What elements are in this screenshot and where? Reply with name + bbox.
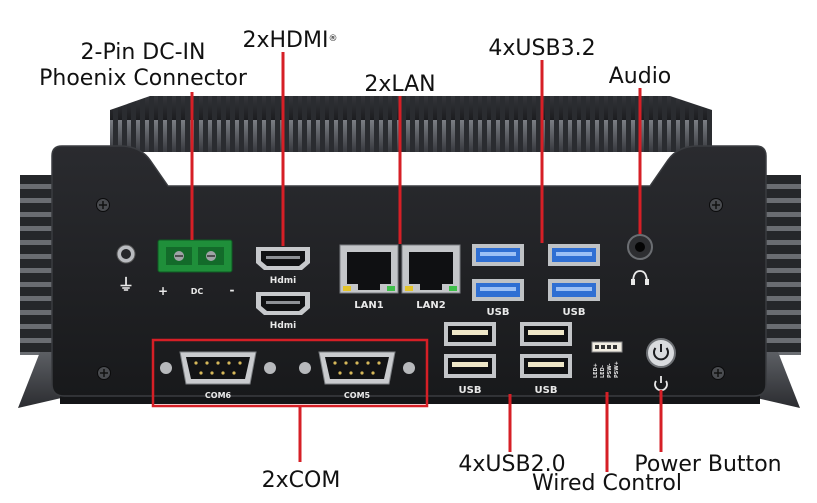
com6-label: COM6: [205, 391, 232, 400]
usb20-port: [520, 354, 572, 378]
usb32-port: [548, 279, 600, 301]
lan-port-2: [401, 244, 461, 294]
com5-port: [299, 351, 415, 385]
registered-mark: ®: [328, 34, 338, 44]
ground-icon: ⏚: [118, 275, 134, 294]
screw: [97, 366, 111, 380]
screw: [96, 198, 110, 212]
com5-label: COM5: [344, 391, 371, 400]
dc-label: DC: [191, 287, 204, 296]
usb20-port: [444, 354, 496, 378]
leader-lines: [190, 52, 663, 472]
hdmi-port-1: [256, 247, 310, 270]
callout-hdmi: 2xHDMI®: [235, 28, 345, 54]
lan2-label: LAN2: [416, 300, 445, 311]
com6-port: [160, 351, 276, 385]
callout-usb32: 4xUSB3.2: [488, 36, 596, 61]
screw: [709, 198, 723, 212]
audio-jack: [627, 234, 653, 260]
wired-pin-label: LED+: [593, 363, 599, 378]
callout-usb20: 4xUSB2.0: [458, 452, 566, 477]
callout-lan: 2xLAN: [364, 72, 436, 97]
heatsink-top: [110, 96, 712, 152]
callout-dc-in-line1: 2-Pin DC-IN: [80, 40, 206, 65]
dc-in-phoenix-connector: [157, 239, 233, 273]
usb32-port: [548, 244, 600, 266]
wired-control-header: [591, 341, 623, 353]
wired-pin-label: PSW+: [614, 361, 620, 378]
callout-dc-in: 2-Pin DC-IN Phoenix Connector: [28, 40, 258, 92]
callout-wired-control: Wired Control: [532, 471, 682, 496]
hdmi-1-label: Hdmi: [270, 276, 296, 286]
lan-port-1: [339, 244, 399, 294]
usb-label-a: USB: [487, 307, 510, 318]
headphone-icon: [631, 270, 649, 285]
callout-com: 2xCOM: [261, 468, 341, 493]
lan1-label: LAN1: [354, 300, 383, 311]
power-button[interactable]: [646, 338, 676, 368]
callout-hdmi-text: 2xHDMI: [242, 28, 329, 53]
hdmi-2-label: Hdmi: [270, 321, 296, 331]
usb-label-d: USB: [535, 385, 558, 396]
ground-stud: [116, 244, 136, 264]
com-highlight-box: [151, 338, 429, 408]
dc-minus-label: -: [230, 283, 235, 297]
usb32-port: [472, 279, 524, 301]
heatsink-left: [20, 175, 56, 355]
screw: [711, 366, 725, 380]
callout-dc-in-line2: Phoenix Connector: [39, 66, 247, 91]
callout-power-button: Power Button: [634, 452, 782, 477]
dc-plus-label: +: [158, 284, 168, 298]
heatsink-right: [765, 175, 801, 355]
wired-pin-label: LED-: [600, 365, 606, 378]
usb20-port: [444, 322, 496, 346]
usb-label-b: USB: [563, 307, 586, 318]
callout-audio: Audio: [608, 64, 672, 89]
hdmi-port-2: [256, 292, 310, 315]
wired-pin-label: PSW-: [607, 363, 613, 378]
usb-label-c: USB: [459, 385, 482, 396]
usb20-port: [520, 322, 572, 346]
usb32-port: [472, 244, 524, 266]
